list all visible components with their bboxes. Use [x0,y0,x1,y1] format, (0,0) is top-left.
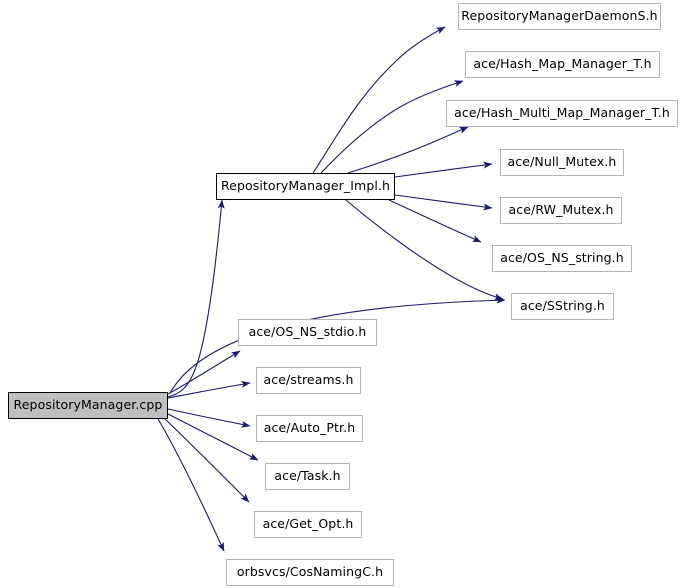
node-ace-hash-map-manager-t-h[interactable]: ace/Hash_Map_Manager_T.h [465,51,660,78]
node-ace-task-h[interactable]: ace/Task.h [265,463,350,490]
node-ace-auto-ptr-h[interactable]: ace/Auto_Ptr.h [256,415,363,442]
node-label-ace-rw-mutex-h: ace/RW_Mutex.h [508,202,614,218]
edge-impl-to-osnsstring [388,199,482,243]
node-ace-sstring-h[interactable]: ace/SString.h [511,293,614,320]
node-orbsvcs-cosnamingc-h[interactable]: orbsvcs/CosNamingC.h [226,559,394,586]
edge-cpp-to-autoptr [167,408,251,428]
edge-impl-to-nullmutex [394,161,493,178]
node-label-repositorymanager-impl-h: RepositoryManager_Impl.h [220,178,391,194]
edge-impl-to-rwmutex [394,194,493,211]
node-label-repositorymanagerdaemons-h: RepositoryManagerDaemonS.h [461,8,658,24]
node-ace-null-mutex-h[interactable]: ace/Null_Mutex.h [500,149,624,176]
node-ace-hash-multi-map-manager-t-h[interactable]: ace/Hash_Multi_Map_Manager_T.h [446,100,678,127]
node-ace-rw-mutex-h[interactable]: ace/RW_Mutex.h [500,197,622,224]
node-label-ace-os-ns-string-h: ace/OS_NS_string.h [500,250,624,266]
node-label-orbsvcs-cosnamingc-h: orbsvcs/CosNamingC.h [236,564,384,580]
node-repositorymanager-impl-h[interactable]: RepositoryManager_Impl.h [216,173,395,200]
node-label-ace-task-h: ace/Task.h [274,468,341,484]
node-label-ace-streams-h: ace/streams.h [263,372,354,388]
node-repositorymanager-cpp[interactable]: RepositoryManager.cpp [8,392,168,419]
node-label-ace-null-mutex-h: ace/Null_Mutex.h [507,154,617,170]
edge-cpp-to-streams [167,380,251,399]
edge-cpp-to-task [167,413,259,461]
node-ace-os-ns-string-h[interactable]: ace/OS_NS_string.h [492,245,632,272]
node-repositorymanagerdaemons-h[interactable]: RepositoryManagerDaemonS.h [458,3,661,30]
node-label-ace-os-ns-stdio-h: ace/OS_NS_stdio.h [248,324,367,340]
edge-cpp-to-stdio [167,350,241,395]
node-label-repositorymanager-cpp: RepositoryManager.cpp [13,397,163,413]
node-ace-os-ns-stdio-h[interactable]: ace/OS_NS_stdio.h [238,319,377,346]
edge-impl-to-sstring [345,199,504,301]
node-label-ace-hash-map-manager-t-h: ace/Hash_Map_Manager_T.h [473,56,652,72]
edge-impl-to-hashmap [320,80,464,174]
node-label-ace-sstring-h: ace/SString.h [520,298,605,314]
edges-group [157,26,506,552]
node-label-ace-auto-ptr-h: ace/Auto_Ptr.h [263,420,356,436]
edge-impl-to-hashmulti [347,126,469,174]
node-label-ace-get-opt-h: ace/Get_Opt.h [262,516,354,532]
node-label-ace-hash-multi-map-manager-t-h: ace/Hash_Multi_Map_Manager_T.h [454,105,670,121]
node-ace-streams-h[interactable]: ace/streams.h [256,367,361,394]
edge-impl-to-daemons [312,26,446,174]
node-ace-get-opt-h[interactable]: ace/Get_Opt.h [254,511,362,538]
edge-cpp-to-cosnaming [157,418,225,552]
edge-cpp-to-getopt [163,417,250,503]
